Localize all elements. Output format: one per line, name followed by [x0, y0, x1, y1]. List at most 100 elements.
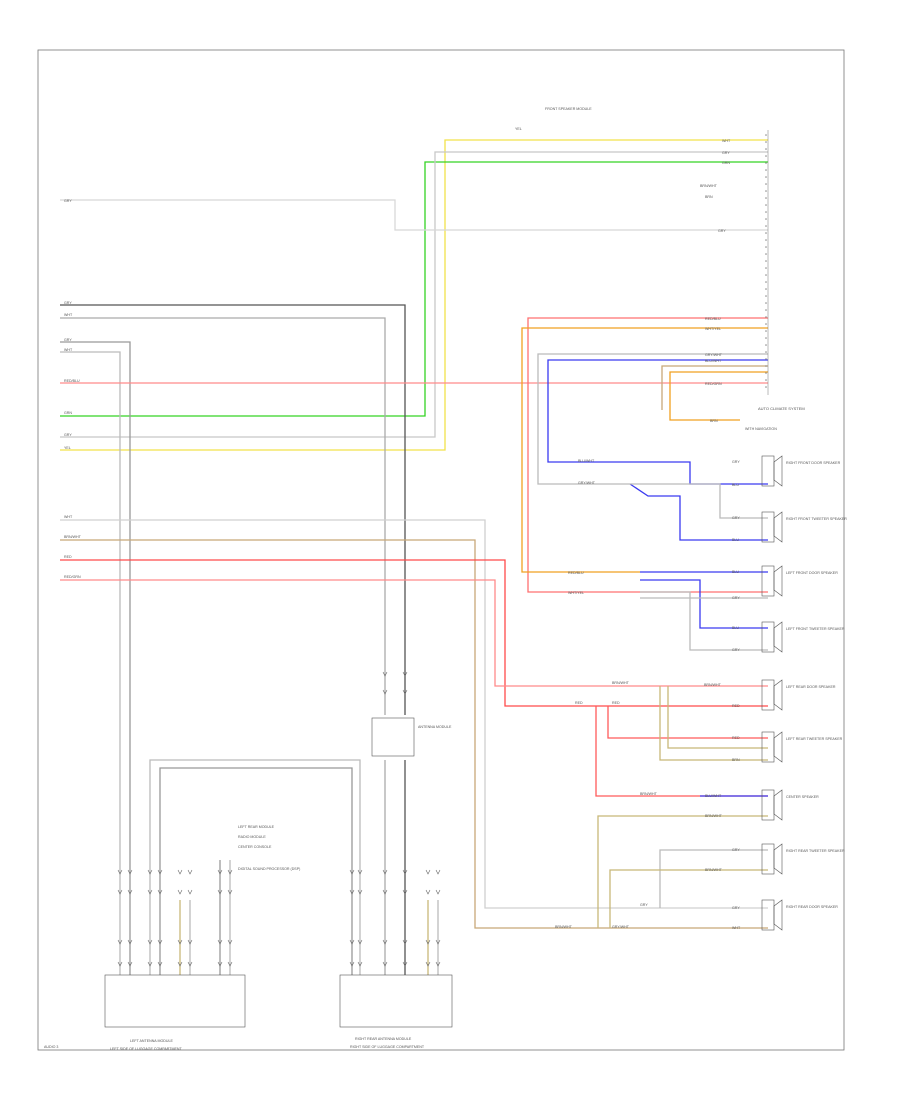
wire-olive-1: [659, 686, 768, 761]
wire-label-red-r1: RED: [575, 701, 583, 705]
connector-pin: [765, 267, 767, 269]
connector-pin: [765, 169, 767, 171]
connector-tick: [117, 869, 123, 875]
connector-tick: [402, 869, 408, 875]
connector-tick: [425, 939, 431, 945]
wire-blue-1: [547, 359, 768, 463]
connector-pin: [765, 281, 767, 283]
wire-label-brn-wht-r3: BRN/WHT: [640, 792, 658, 796]
connector-tick: [217, 939, 223, 945]
connector-pin: [765, 134, 767, 136]
connector-tick: [425, 889, 431, 895]
connector-tick: [187, 961, 193, 967]
svg-text:LEFT FRONT DOOR SPEAKER: LEFT FRONT DOOR SPEAKER: [786, 571, 838, 575]
speaker-right-front-tweeter: RIGHT FRONT TWEETER SPEAKER: [761, 511, 847, 543]
connector-pin: [765, 344, 767, 346]
wire-olive-4: [609, 869, 768, 928]
right-side-luggage-label: RIGHT SIDE OF LUGGAGE COMPARTMENT: [350, 1045, 425, 1049]
connector-tick: [117, 939, 123, 945]
wire-red-4: [595, 706, 768, 797]
connector-tick: [227, 889, 233, 895]
wire-olive-2: [667, 686, 768, 749]
wire-label-blu-r4: BLU: [732, 626, 739, 630]
connector-pin: [765, 141, 767, 143]
wire-label-gry-l1: GRY: [64, 199, 72, 203]
connector-tick: [402, 961, 408, 967]
connector-pin: [765, 204, 767, 206]
wire-label-wht-r: WHT: [732, 926, 741, 930]
connector-tick: [157, 889, 163, 895]
wire-tan: [60, 539, 768, 929]
connector-pin: [765, 365, 767, 367]
wire-label-red-grn-l: RED/GRN: [64, 575, 81, 579]
connector-pin: [765, 162, 767, 164]
speaker-left-rear-tweeter: LEFT REAR TWEETER SPEAKER: [761, 731, 843, 763]
wire-yellow-top: [60, 139, 768, 451]
connector-tick: [217, 889, 223, 895]
connector-pin: [765, 337, 767, 339]
wire-label-red-blu-l: RED/BLU: [64, 379, 80, 383]
front-speaker-module-label: FRONT SPEAKER MODULE: [545, 107, 592, 111]
connector-tick: [187, 939, 193, 945]
speaker-group: RIGHT FRONT DOOR SPEAKER RIGHT FRONT TWE…: [761, 455, 847, 931]
connector-tick: [157, 961, 163, 967]
connector-tick: [127, 961, 133, 967]
connector-tick: [217, 869, 223, 875]
wire-label-red-r3: RED: [732, 704, 740, 708]
wire-label-gry-wht-1: GRY/WHT: [705, 353, 723, 357]
connector-pin: [765, 316, 767, 318]
svg-text:RIGHT REAR TWEETER SPEAKER: RIGHT REAR TWEETER SPEAKER: [786, 849, 845, 853]
speaker-left-front-tweeter: LEFT FRONT TWEETER SPEAKER: [761, 621, 845, 653]
wire-label-gry-wht-r: GRY/WHT: [612, 925, 630, 929]
connector-pin: [765, 183, 767, 185]
connector-tick: [425, 869, 431, 875]
wire-white-2: [60, 519, 768, 909]
connector-pin: [765, 148, 767, 150]
left-rear-module-label: LEFT REAR MODULE: [238, 825, 275, 829]
connector-tick: [435, 961, 441, 967]
connector-tick: [127, 889, 133, 895]
wire-label-brn-wht-r6: BRN/WHT: [555, 925, 573, 929]
connector-pin: [765, 288, 767, 290]
wire-red-1: [60, 559, 768, 707]
wire-lower-1: [149, 759, 361, 975]
wire-label-brn-r1: BRN: [732, 758, 740, 762]
wire-label-wht-l1: WHT: [64, 313, 73, 317]
wire-label-blu-r2: BLU: [732, 538, 739, 542]
connector-pin: [765, 211, 767, 213]
wire-gray-b2: [630, 483, 768, 519]
wire-gray-b3: [640, 591, 768, 651]
wire-label-brn-wht-l: BRN/WHT: [64, 535, 82, 539]
right-rear-antenna-box: [339, 974, 453, 1028]
wire-layer: [60, 139, 768, 975]
connector-tick: [382, 689, 388, 695]
wire-label-gry-r6: GRY: [640, 903, 648, 907]
wire-label-red-blu-2: RED/BLU: [705, 317, 721, 321]
wire-gray-light: [60, 317, 386, 715]
wire-label-gry-2: GRY: [718, 229, 726, 233]
connector-tick: [147, 869, 153, 875]
wire-label-brn-wht-r1: BRN/WHT: [612, 681, 630, 685]
connector-tick: [217, 961, 223, 967]
connector-tick: [382, 869, 388, 875]
wire-blue-2: [629, 483, 768, 541]
connector-tick: [117, 961, 123, 967]
wire-antenna-2: [60, 351, 121, 975]
connector-tick: [382, 889, 388, 895]
connector-tick: [177, 961, 183, 967]
connector-tick: [382, 939, 388, 945]
connector-tick: [349, 889, 355, 895]
wire-label-red-grn-1: RED/GRN: [705, 382, 722, 386]
wire-label-brn-2: BRN: [710, 419, 718, 423]
right-rear-antenna-label: RIGHT REAR ANTENNA MODULE: [355, 1037, 412, 1041]
wire-olive-3: [597, 815, 768, 928]
connector-tick: [187, 889, 193, 895]
connector-tick: [177, 889, 183, 895]
wire-label-gry-r7: GRY: [732, 906, 740, 910]
left-antenna-label: LEFT ANTENNA MODULE: [130, 1039, 173, 1043]
connector-tick: [349, 939, 355, 945]
connector-tick: [357, 961, 363, 967]
wire-label-gry-l2: GRY: [64, 301, 72, 305]
wire-label-red-r2: RED: [612, 701, 620, 705]
svg-text:CENTER SPEAKER: CENTER SPEAKER: [786, 795, 819, 799]
